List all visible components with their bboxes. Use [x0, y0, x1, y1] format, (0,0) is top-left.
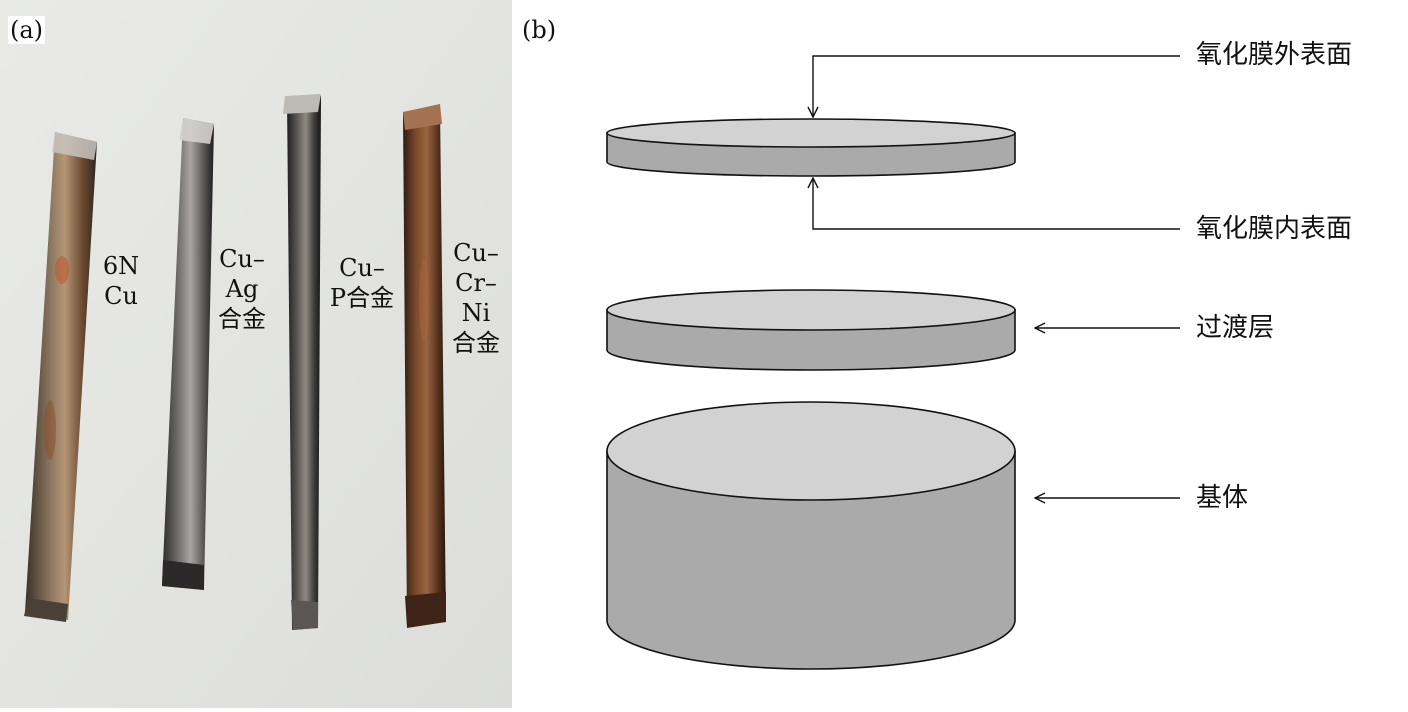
layer-diagram — [606, 55, 1180, 670]
label-transition-layer: 过渡层 — [1196, 313, 1275, 343]
rod-label-cu-p: Cu– P合金 — [329, 254, 395, 312]
label-inner-surface: 氧化膜内表面 — [1196, 214, 1353, 244]
rod-6n-cu — [24, 132, 97, 622]
rod-cu-cr-ni-alloy — [403, 104, 446, 628]
oxide-film-disk — [606, 118, 1016, 177]
diagram-panel: (b) 氧化膜外表面 氧化膜内表面 过渡层 基体 — [512, 0, 1408, 708]
panel-a-tag: (a) — [8, 16, 46, 44]
rods-photo — [0, 0, 512, 708]
label-outer-surface: 氧化膜外表面 — [1196, 40, 1353, 70]
rod-label-cu-cr-ni: Cu– Cr– Ni 合金 — [452, 239, 500, 357]
rod-cu-ag-alloy — [162, 118, 214, 590]
photo-panel: (a) 6N Cu Cu– Ag 合金 Cu– P合金 Cu– Cr– Ni 合… — [0, 0, 512, 708]
rod-label-6n-cu: 6N Cu — [102, 252, 140, 310]
panel-b-tag: (b) — [520, 16, 559, 44]
outer-surface-arrow — [813, 55, 1180, 117]
rod-cu-p-alloy — [283, 94, 321, 630]
rod-label-cu-ag: Cu– Ag 合金 — [218, 245, 266, 333]
inner-surface-arrow — [813, 178, 1180, 230]
transition-layer-disk — [606, 289, 1016, 371]
label-substrate: 基体 — [1196, 483, 1249, 513]
substrate-cylinder — [606, 401, 1016, 670]
